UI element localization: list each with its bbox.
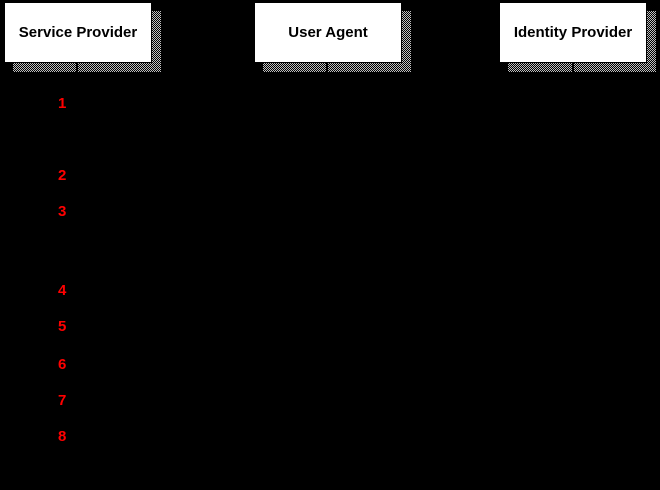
actor-box-user-agent: User Agent bbox=[254, 2, 402, 63]
step-number-4: 4 bbox=[58, 282, 67, 299]
actor-box-service-provider: Service Provider bbox=[4, 2, 152, 63]
step-number-7: 7 bbox=[58, 392, 67, 409]
actor-label-service-provider: Service Provider bbox=[18, 24, 138, 41]
lifeline-service-provider bbox=[76, 63, 78, 490]
step-number-2: 2 bbox=[58, 167, 67, 184]
step-number-5: 5 bbox=[58, 318, 67, 335]
lifeline-identity-provider bbox=[572, 63, 574, 490]
actor-box-identity-provider: Identity Provider bbox=[499, 2, 647, 63]
step-number-6: 6 bbox=[58, 356, 67, 373]
actor-label-identity-provider: Identity Provider bbox=[513, 24, 633, 41]
step-number-3: 3 bbox=[58, 203, 67, 220]
step-number-8: 8 bbox=[58, 428, 67, 445]
step-number-1: 1 bbox=[58, 95, 67, 112]
lifeline-user-agent bbox=[326, 63, 328, 490]
actor-label-user-agent: User Agent bbox=[288, 24, 368, 41]
